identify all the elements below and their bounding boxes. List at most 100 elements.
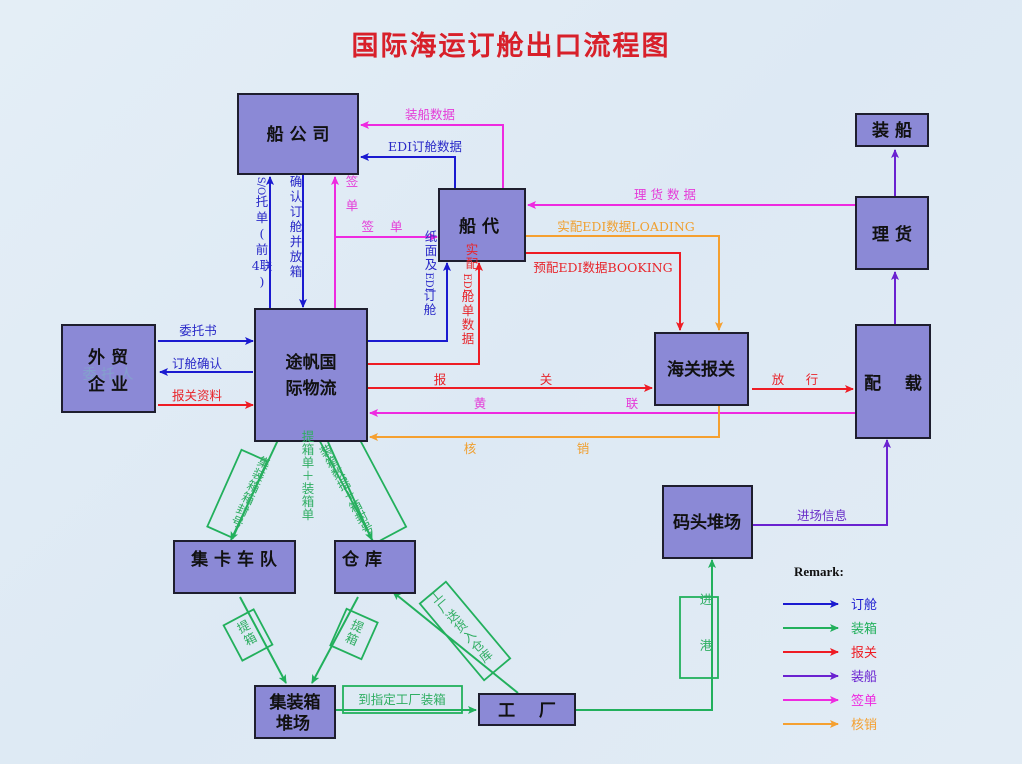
node-label-line2: 际物流 — [286, 378, 337, 399]
label-sign-bill-vertical-char: 单 — [346, 198, 359, 213]
edge-loading-data — [360, 121, 504, 188]
node-tally[interactable]: 理 货 — [855, 196, 929, 270]
node-forwarder[interactable]: 途帆国 际物流 — [254, 308, 368, 442]
label-paper-and-char: 纸 — [425, 229, 438, 244]
label-paper-and-char: 及 — [425, 257, 438, 272]
diagram-title: 国际海运订舱出口流程图 — [352, 30, 671, 62]
label-pickup-2: 提箱 — [343, 617, 367, 649]
label-sign-bill-vertical: 签单 — [346, 174, 359, 213]
label-confirm-booking-char: 并 — [290, 234, 303, 249]
node-loading[interactable]: 装 船 — [855, 113, 929, 147]
node-label-line2: 企 业 — [87, 374, 128, 395]
label-confirm-booking-char: 放 — [290, 249, 303, 264]
label-edi-booking-data: EDI订舱数据 — [388, 139, 462, 154]
label-enter-port: 进港 — [700, 592, 713, 653]
label-edi-manifest-char: EDI — [461, 273, 472, 292]
label-edi-booking: EDI订舱 — [423, 272, 437, 317]
node-customs[interactable]: 海关报关 — [654, 332, 749, 406]
label-declare-1: 报 — [434, 372, 447, 387]
label-pickup-2-char: 箱 — [343, 630, 361, 649]
label-verify-1: 核 — [464, 441, 477, 456]
label-pickup-and-packing-char: 单 — [302, 507, 315, 522]
label-to-factory-packing: 到指定工厂装箱 — [358, 692, 446, 707]
callout-pickup-1 — [222, 608, 274, 662]
edge-edi-booking-data — [360, 153, 456, 188]
label-verify-2: 销 — [577, 441, 590, 456]
label-packing-data-seal-char: 箱 — [346, 497, 364, 516]
node-stowage[interactable]: 配 载 — [855, 324, 931, 439]
edge-edi-manifest — [368, 262, 483, 365]
node-label-line2: 堆场 — [276, 713, 310, 734]
node-label-line1: 途帆国 — [286, 352, 337, 373]
legend-item: 签单 — [783, 693, 877, 709]
edge-actual-edi-loading — [526, 235, 723, 331]
label-edi-booking-char: 舱 — [424, 302, 437, 317]
node-label: 海关报关 — [667, 359, 735, 380]
node-trader[interactable]: 委 托 人 外 贸 企 业 — [61, 324, 156, 413]
edge-gate-in-info — [753, 439, 891, 526]
label-edi-manifest-char: 单 — [462, 303, 475, 318]
label-tally-data: 理 货 数 据 — [634, 187, 696, 202]
label-packing-data-seal-char: 箱 — [323, 452, 341, 471]
label-so-booking-note-char: ( — [260, 226, 265, 241]
edge-enter-port — [576, 559, 716, 711]
node-label: 工 厂 — [498, 701, 556, 721]
node-terminal-yard[interactable]: 码头堆场 — [662, 485, 753, 559]
label-so-booking-note-char: 托 — [256, 194, 269, 209]
label-so-booking-note-char: 前 — [256, 242, 269, 257]
label-booking-confirm: 订舱确认 — [172, 356, 223, 371]
label-yellow-copy-1: 黄 — [474, 396, 487, 411]
callout-pickup-2 — [329, 607, 379, 661]
node-container-yard[interactable]: 集装箱 堆场 — [254, 685, 336, 739]
label-sign-bill: 签 单 — [362, 219, 403, 234]
label-pickup-and-packing-char: ＋ — [302, 468, 315, 483]
node-label: 码头堆场 — [673, 512, 741, 533]
label-so-booking-note: S/O托单(前4联) — [252, 177, 273, 289]
legend-title: Remark: — [794, 564, 844, 579]
label-enter-port-char: 进 — [700, 592, 713, 607]
legend-label: 装船 — [851, 670, 877, 685]
node-label: 理 货 — [872, 224, 912, 245]
callout-factory-delivery — [418, 580, 512, 682]
label-so-booking-note-char: ) — [260, 274, 265, 289]
label-edi-manifest-char: 据 — [462, 331, 475, 346]
label-pickup-and-packing-char: 箱 — [302, 494, 315, 509]
node-label: 集 卡 车 队 — [190, 549, 278, 570]
label-confirm-booking-char: 箱 — [290, 264, 303, 279]
label-pickup-and-packing-char: 装 — [302, 481, 315, 496]
node-warehouse[interactable]: 仓 库 — [334, 540, 416, 594]
legend-label: 装箱 — [851, 621, 877, 637]
node-trucking[interactable]: 集 卡 车 队 — [173, 540, 296, 594]
node-label: 船 代 — [459, 216, 499, 237]
label-so-booking-note-char: 单 — [256, 210, 269, 225]
node-label: 配 载 — [864, 373, 922, 394]
label-so-booking-note-char: S/O — [255, 177, 266, 195]
label-edi-booking-char: EDI — [423, 272, 434, 291]
label-packing-data-seal-char: 号 — [358, 519, 376, 538]
label-edi-booking-char: 订 — [424, 288, 437, 303]
label-container-seal-char: 封 — [234, 501, 252, 520]
label-sign-bill-vertical-char: 签 — [346, 174, 359, 189]
node-label-line1: 集装箱 — [269, 692, 321, 713]
label-packing-data-seal-char: 据 — [335, 474, 353, 493]
label-confirm-booking-char: 舱 — [290, 219, 303, 234]
label-confirm-booking-char: 确 — [290, 174, 303, 189]
node-ship-agent[interactable]: 船 代 — [438, 188, 526, 262]
node-label: 装 船 — [871, 120, 912, 141]
label-pickup-and-packing-char: 单 — [302, 455, 315, 470]
label-declare-2: 关 — [540, 372, 553, 387]
label-customs-docs: 报关资料 — [172, 388, 223, 403]
trader-watermark: 委 托 人 — [83, 367, 134, 383]
label-pre-edi-booking: 预配EDI数据BOOKING — [533, 260, 672, 275]
label-edi-manifest-char: 舱 — [462, 289, 475, 304]
node-factory[interactable]: 工 厂 — [478, 693, 576, 726]
label-gate-in-info: 进场信息 — [797, 508, 847, 523]
label-edi-manifest-char: 数 — [462, 317, 475, 332]
node-shipping-company[interactable]: 船 公 司 — [237, 93, 359, 175]
label-paper-and-char: 面 — [425, 243, 438, 258]
legend-label: 核销 — [851, 718, 877, 733]
legend-label: 签单 — [851, 693, 877, 709]
